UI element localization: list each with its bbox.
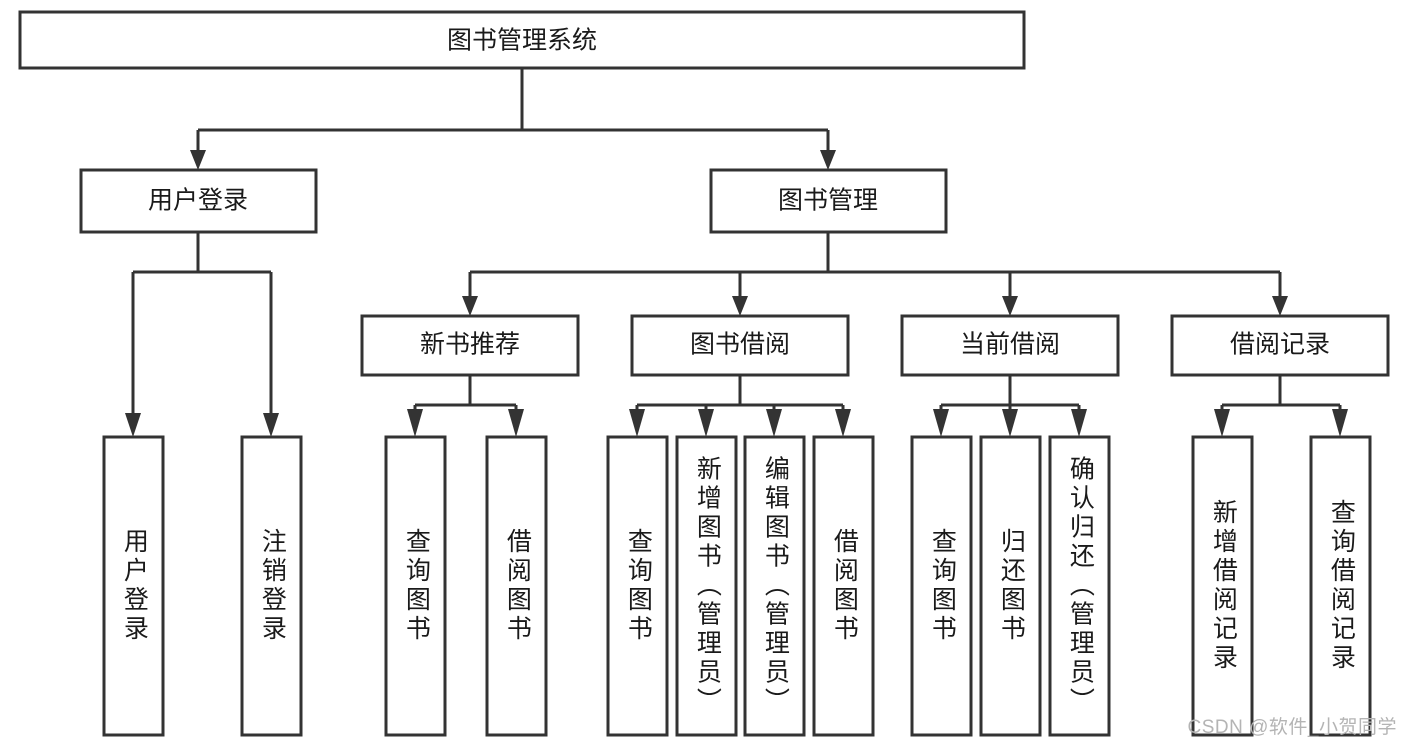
node-leaf-query-book-2-box[interactable] [606, 435, 669, 737]
node-book-manage[interactable]: 图书管理 [709, 168, 948, 234]
node-current-borrow[interactable]: 当前借阅 [900, 314, 1120, 377]
node-leaf-edit-book-box[interactable] [743, 435, 806, 737]
node-leaf-confirm-return-box[interactable] [1048, 435, 1111, 737]
node-leaf-edit-book[interactable]: 编辑图书（管理员） [743, 435, 806, 737]
node-leaf-user-login[interactable]: 用户登录 [102, 435, 165, 737]
arrow-head-borrow-record [1272, 296, 1288, 316]
node-leaf-borrow-book-2-box[interactable] [812, 435, 875, 737]
node-user-login-label: 用户登录 [148, 187, 248, 215]
node-leaf-query-book-2[interactable]: 查询图书 [606, 435, 669, 737]
node-leaf-query-record[interactable]: 查询借阅记录 [1309, 435, 1372, 737]
arrow-head-new-book-rec [462, 296, 478, 316]
node-leaf-add-book[interactable]: 新增图书（管理员） [675, 435, 738, 737]
node-leaf-query-book-1[interactable]: 查询图书 [384, 435, 447, 737]
arrow-head-leaf-query-book-2 [629, 409, 645, 437]
node-current-borrow-label: 当前借阅 [960, 331, 1060, 359]
arrow-head-book-manage [820, 150, 836, 170]
node-leaf-query-record-label: 查询借阅记录 [1327, 499, 1356, 673]
arrow-head-book-borrow [732, 296, 748, 316]
node-leaf-query-book-3[interactable]: 查询图书 [910, 435, 973, 737]
arrow-head-leaf-query-record [1332, 409, 1348, 437]
arrow-head-user-login [190, 150, 206, 170]
arrow-head-leaf-return-book [1002, 409, 1018, 437]
node-leaf-add-record-label: 新增借阅记录 [1209, 499, 1238, 673]
node-leaf-query-book-3-box[interactable] [910, 435, 973, 737]
node-new-book-rec[interactable]: 新书推荐 [360, 314, 580, 377]
node-leaf-query-record-box[interactable] [1309, 435, 1372, 737]
node-borrow-record-label: 借阅记录 [1230, 331, 1330, 359]
node-borrow-record[interactable]: 借阅记录 [1170, 314, 1390, 377]
node-leaf-add-book-label: 新增图书（管理员） [693, 456, 722, 717]
node-leaf-edit-book-label: 编辑图书（管理员） [761, 456, 790, 717]
node-leaf-logout[interactable]: 注销登录 [240, 435, 303, 737]
node-leaf-add-record-box[interactable] [1191, 435, 1254, 737]
node-leaf-add-record[interactable]: 新增借阅记录 [1191, 435, 1254, 737]
node-leaf-confirm-return[interactable]: 确认归还（管理员） [1048, 435, 1111, 737]
node-book-borrow-box[interactable] [630, 314, 850, 377]
node-current-borrow-box[interactable] [900, 314, 1120, 377]
node-leaf-return-book-label: 归还图书 [997, 528, 1026, 644]
connector-layer [125, 68, 1348, 437]
node-root-box[interactable] [18, 10, 1026, 70]
node-book-manage-box[interactable] [709, 168, 948, 234]
arrow-head-current-borrow [1002, 296, 1018, 316]
node-leaf-logout-label: 注销登录 [258, 528, 287, 644]
arrow-head-leaf-confirm-return [1071, 409, 1087, 437]
node-book-borrow[interactable]: 图书借阅 [630, 314, 850, 377]
node-root-label: 图书管理系统 [447, 27, 597, 55]
node-user-login-box[interactable] [79, 168, 318, 234]
node-borrow-record-box[interactable] [1170, 314, 1390, 377]
node-leaf-user-login-label: 用户登录 [120, 528, 149, 644]
node-leaf-query-book-2-label: 查询图书 [624, 528, 653, 644]
node-leaf-add-book-box[interactable] [675, 435, 738, 737]
arrow-head-leaf-edit-book [766, 409, 782, 437]
node-leaf-logout-box[interactable] [240, 435, 303, 737]
node-leaf-query-book-1-label: 查询图书 [402, 528, 431, 644]
arrow-head-leaf-add-book [698, 409, 714, 437]
node-leaf-return-book[interactable]: 归还图书 [979, 435, 1042, 737]
arrow-head-leaf-borrow-book-2 [835, 409, 851, 437]
node-leaf-borrow-book-1-label: 借阅图书 [503, 528, 532, 644]
node-leaf-return-book-box[interactable] [979, 435, 1042, 737]
node-new-book-rec-label: 新书推荐 [420, 331, 520, 359]
node-new-book-rec-box[interactable] [360, 314, 580, 377]
node-book-borrow-label: 图书借阅 [690, 331, 790, 359]
node-leaf-borrow-book-1[interactable]: 借阅图书 [485, 435, 548, 737]
arrow-head-leaf-add-record [1214, 409, 1230, 437]
arrow-head-leaf-logout [263, 413, 279, 437]
node-leaf-query-book-1-box[interactable] [384, 435, 447, 737]
arrow-head-leaf-user-login [125, 413, 141, 437]
arrow-head-leaf-borrow-book-1 [508, 409, 524, 437]
arrow-head-leaf-query-book-3 [933, 409, 949, 437]
node-leaf-user-login-box[interactable] [102, 435, 165, 737]
node-leaf-query-book-3-label: 查询图书 [928, 528, 957, 644]
node-leaf-borrow-book-1-box[interactable] [485, 435, 548, 737]
node-book-manage-label: 图书管理 [778, 187, 878, 215]
node-leaf-borrow-book-2-label: 借阅图书 [830, 528, 859, 644]
arrow-head-leaf-query-book-1 [407, 409, 423, 437]
node-leaf-borrow-book-2[interactable]: 借阅图书 [812, 435, 875, 737]
node-root[interactable]: 图书管理系统 [18, 10, 1026, 70]
node-user-login[interactable]: 用户登录 [79, 168, 318, 234]
node-leaf-confirm-return-label: 确认归还（管理员） [1066, 456, 1095, 717]
